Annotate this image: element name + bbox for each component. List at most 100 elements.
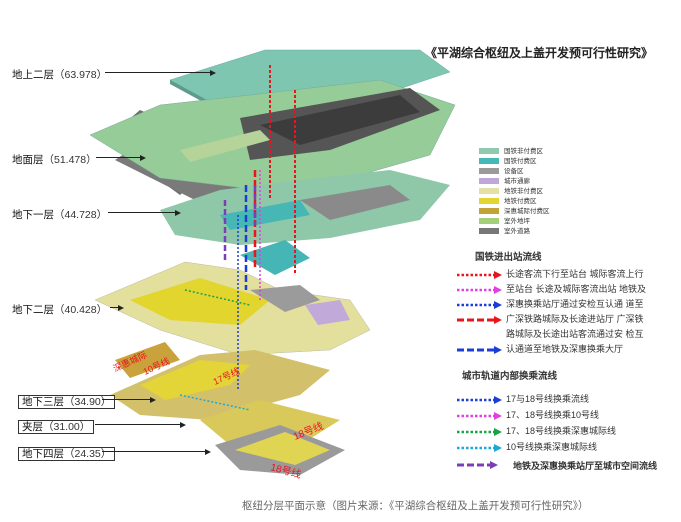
flow-row: 17、18号线换乘深惠城际线	[455, 425, 616, 437]
page-title: 《平湖综合枢纽及上盖开发预可行性研究》	[425, 46, 654, 60]
floor-leader-arrow	[118, 305, 124, 311]
ground-floor-platform	[180, 130, 270, 162]
floor-leader-line	[108, 212, 175, 213]
floor-elevation-value: 34.90	[74, 396, 101, 408]
flow-row-label: 深惠换乘站厅通过安检互认通 道至	[506, 299, 644, 309]
flow-row: 深惠换乘站厅通过安检互认通 道至	[455, 298, 644, 310]
flow-arrow-icon	[457, 345, 502, 354]
flow-row: 10号线换乘深惠城际线	[455, 441, 597, 453]
floor-elevation: （51.478）	[43, 154, 97, 166]
floor-elevation-value: 40.428	[64, 304, 97, 316]
zone-legend-item: 深惠城际付费区	[479, 205, 550, 215]
section3-title: 地铁及深惠换乘站厅至城市空间流线	[513, 461, 658, 471]
floor-leader-line	[105, 72, 210, 73]
flow-green-dotted	[184, 289, 251, 306]
flow-row-label: 17、18号线换乘深惠城际线	[506, 426, 617, 436]
floor-name: 地面层（51.478）	[12, 154, 97, 166]
floor-label-1: 地上二层（63.978）	[12, 65, 108, 81]
floor-elevation: （31.00）	[43, 421, 91, 433]
zone-legend-item: 国铁付费区	[479, 155, 537, 165]
zone-legend-item: 设备区	[479, 165, 524, 175]
flow-row: 17、18号线换乘10号线	[455, 409, 599, 421]
ground-floor-paid	[260, 95, 420, 145]
floor-label-5: 地下三层（34.90）	[18, 392, 116, 409]
zone-legend-label: 深惠城际付费区	[504, 208, 550, 215]
floor-name-text: 地面层	[12, 154, 44, 166]
flow-row: 广深铁路城际及长途进站厅 广深铁	[455, 313, 644, 325]
zone-swatch	[479, 218, 499, 225]
floor-elevation: （63.978）	[54, 69, 108, 81]
zone-legend-item: 国铁非付费区	[479, 145, 543, 155]
floor-label-2: 地面层（51.478）	[12, 150, 97, 166]
flow-arrow-icon	[457, 285, 502, 294]
flow-arrow-icon	[457, 427, 502, 436]
zone-swatch	[479, 228, 499, 235]
zone-swatch	[479, 188, 499, 195]
zone-legend-label: 国铁非付费区	[504, 148, 543, 155]
floor-name-text: 地下四层	[22, 448, 64, 460]
basement-1-concourse	[240, 240, 310, 275]
flow-row: 长途客流下行至站台 城际客流上行	[455, 268, 644, 280]
floor-name: 地下一层（44.728）	[12, 209, 107, 221]
zone-swatch	[479, 158, 499, 165]
basement-4-platform	[235, 432, 330, 465]
flow-row-label: 17、18号线换乘10号线	[506, 410, 600, 420]
flow-row: 至站台 长途及城际客流出站 地铁及	[455, 283, 646, 295]
flow-row: 认通道至地铁及深惠换乘大厅	[455, 343, 623, 355]
floor-elevation: （34.90）	[64, 396, 112, 408]
floor-leader-line	[102, 451, 205, 452]
floor-elevation-value: 51.478	[54, 154, 87, 166]
zone-legend-label: 地铁付费区	[504, 198, 537, 205]
floor-leader-arrow	[150, 397, 156, 403]
flow-arrow-icon	[457, 395, 502, 404]
flow-row-label: 至站台 长途及城际客流出站 地铁及	[506, 284, 647, 294]
flow-row-label: 17与18号线换乘流线	[506, 394, 590, 404]
floor-name: 地下三层（34.90）	[18, 395, 116, 409]
section1-title: 国铁进出站流线	[475, 252, 542, 263]
mezzanine-slab	[200, 400, 340, 445]
zone-legend-label: 室外地坪	[504, 218, 530, 225]
floor-name-text: 夹层	[22, 421, 43, 433]
zone-swatch	[479, 198, 499, 205]
zone-swatch	[479, 208, 499, 215]
shenhui-hall	[115, 342, 180, 378]
zone-legend-label: 设备区	[504, 168, 524, 175]
zone-legend-label: 地铁非付费区	[504, 188, 543, 195]
floor-leader-line	[110, 307, 118, 308]
zone-legend-item: 室外地坪	[479, 215, 530, 225]
flow-row-label: 广深铁路城际及长途进站厅 广深铁	[506, 314, 644, 324]
zone-legend-item: 城市通廊	[479, 175, 530, 185]
flow-arrow-icon	[457, 300, 502, 309]
zone-legend-item: 地铁非付费区	[479, 185, 543, 195]
zone-swatch	[479, 148, 499, 155]
floor-name: 地下四层（24.35）	[18, 447, 116, 461]
floor-elevation-value: 24.35	[74, 448, 101, 460]
floor-leader-arrow	[140, 155, 146, 161]
figure-caption: 枢纽分层平面示意（图片来源：《平湖综合枢纽及上盖开发预可行性研究》）	[242, 500, 589, 512]
floor-elevation: （40.428）	[54, 304, 108, 316]
floor-label-3: 地下一层（44.728）	[12, 205, 107, 221]
basement-2-corridor	[305, 300, 350, 325]
flow-row-label: 长途客流下行至站台 城际客流上行	[506, 269, 644, 279]
floor-leader-arrow	[205, 449, 211, 455]
basement-2-paid	[130, 278, 270, 325]
floor-elevation-value: 31.00	[53, 421, 80, 433]
flow-row-label: 路城际及长途出站客流通过安 检互	[506, 329, 644, 339]
basement-1-paid	[220, 200, 310, 230]
floor-leader-line	[102, 399, 150, 400]
floor-elevation-value: 63.978	[64, 69, 97, 81]
zone-swatch	[479, 178, 499, 185]
flow-row: 路城际及长途出站客流通过安 检互	[455, 328, 644, 340]
floor-label-4: 地下二层（40.428）	[12, 300, 107, 316]
floor-name-text: 地上二层	[12, 69, 54, 81]
floor-name: 地下二层（40.428）	[12, 304, 107, 316]
zone-legend-label: 室外道路	[504, 228, 530, 235]
floor-leader-arrow	[210, 70, 216, 76]
flow-arrow-icon	[455, 330, 503, 340]
zone-swatch	[479, 168, 499, 175]
floor-name-text: 地下二层	[12, 304, 54, 316]
zone-legend-label: 国铁付费区	[504, 158, 537, 165]
flow-arrow-icon	[457, 443, 502, 452]
